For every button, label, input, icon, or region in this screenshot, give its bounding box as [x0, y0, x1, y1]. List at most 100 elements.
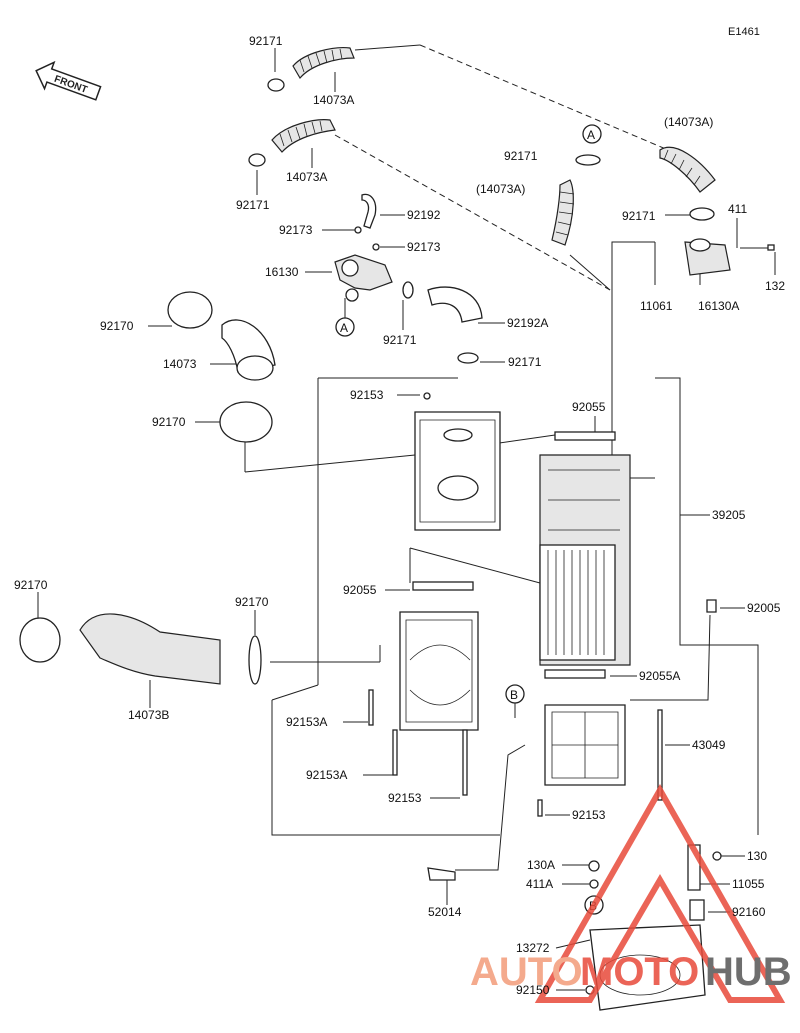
clamp-92171-f [457, 352, 479, 364]
valve-16130 [334, 254, 393, 302]
label-92171-a: 92171 [249, 34, 283, 48]
bolt-130 [712, 851, 722, 861]
label-92153a-b: 92153A [306, 768, 347, 782]
label-92170-c: 92170 [14, 578, 48, 592]
bolt-132 [767, 244, 775, 251]
clamp-92170-c [19, 617, 61, 663]
elbow-14073-end [236, 355, 274, 381]
watermark-auto: AUTO [470, 950, 583, 994]
label-92055-a: 92055 [572, 400, 606, 414]
label-92171-d: 92171 [622, 209, 656, 223]
clamp-92171-a [267, 78, 285, 92]
watermark-logo: AUTO MOTO HUB [470, 783, 792, 1003]
label-92055a: 92055A [639, 669, 680, 683]
spacer-92160 [689, 899, 705, 921]
bolt-92153a-a [368, 689, 374, 726]
leader-lines [37, 44, 776, 991]
label-92170-a: 92170 [100, 319, 134, 333]
label-92055-b: 92055 [343, 583, 377, 597]
label-92173-a: 92173 [279, 223, 313, 237]
callout-b-upper: B [505, 684, 525, 704]
label-14073: 14073 [163, 357, 197, 371]
hose-14073a-top [292, 47, 355, 80]
label-39205: 39205 [712, 508, 746, 522]
label-14073b: 14073B [128, 708, 169, 722]
label-92153a-a: 92153A [286, 715, 327, 729]
label-14073a-b: 14073A [286, 170, 327, 184]
label-92170-b: 92170 [152, 415, 186, 429]
gasket-92055a [544, 669, 606, 679]
clamp-92171-d [689, 207, 715, 221]
hose-92192 [361, 193, 377, 229]
housing-bottom [544, 704, 626, 786]
label-132: 132 [765, 279, 785, 293]
clip-92173-b [372, 243, 380, 251]
front-arrow-icon: FRONT [35, 60, 102, 101]
hose-14073a-right [659, 146, 716, 193]
bolt-92153-b [462, 729, 468, 796]
label-43049: 43049 [692, 738, 726, 752]
label-92171-c: 92171 [236, 198, 270, 212]
hose-92192a [427, 286, 483, 323]
plate-lower-left [399, 611, 479, 731]
label-92150: 92150 [516, 983, 550, 997]
bolt-130a [588, 860, 600, 872]
gasket-92055-a [554, 431, 616, 441]
label-92192: 92192 [407, 208, 441, 222]
label-92005: 92005 [747, 601, 781, 615]
clamp-92171-c [575, 154, 601, 166]
gasket-92055-b [412, 581, 474, 591]
label-14073a-ref2: (14073A) [476, 182, 525, 196]
svg-text:A: A [587, 128, 595, 142]
label-92171-b: 92171 [504, 149, 538, 163]
watermark-moto: MOTO [580, 950, 699, 994]
bolt-92153-a [423, 392, 431, 400]
bolt-92153a-b [392, 729, 398, 776]
part-labels: 92171 14073A (14073A) 92171 14073A (1407… [14, 34, 785, 997]
hose-14073b [79, 613, 221, 685]
clamp-92171-e [402, 281, 414, 299]
label-411: 411 [728, 202, 747, 216]
clip-92173-a [354, 226, 362, 234]
label-92170-d: 92170 [235, 595, 269, 609]
label-92153-b: 92153 [388, 791, 422, 805]
svg-text:A: A [340, 321, 348, 335]
label-92153-c: 92153 [572, 808, 606, 822]
intercooler-39205 [539, 454, 631, 666]
clamp-92170-a [167, 291, 213, 329]
clamp-92171-b [248, 153, 266, 167]
valve-16130a [684, 238, 731, 276]
label-130a: 130A [527, 858, 555, 872]
svg-text:B: B [510, 688, 518, 702]
label-411a: 411A [526, 877, 553, 891]
watermark-hub: HUB [705, 950, 792, 994]
clamp-92170-d [248, 635, 262, 685]
label-14073a-ref1: (14073A) [664, 115, 713, 129]
fitting-52014 [427, 867, 456, 881]
label-13272: 13272 [516, 941, 550, 955]
stick-43049 [657, 709, 663, 801]
diagram-code: E1461 [728, 26, 760, 38]
label-92173-b: 92173 [407, 240, 441, 254]
label-11061: 11061 [640, 299, 673, 313]
label-16130: 16130 [265, 265, 299, 279]
fitting-92005 [706, 599, 717, 613]
label-16130a: 16130A [698, 299, 739, 313]
label-92160: 92160 [732, 905, 766, 919]
plate-92055-upper [414, 411, 501, 531]
callout-a-top: A [582, 124, 602, 144]
label-14073a-a: 14073A [313, 93, 354, 107]
hose-14073a-middle [551, 179, 575, 246]
bolt-92153-c [537, 799, 543, 817]
label-92171-e: 92171 [383, 333, 417, 347]
clamp-92170-b [219, 401, 273, 443]
label-11055: 11055 [732, 877, 765, 891]
label-130: 130 [747, 849, 767, 863]
label-52014: 52014 [428, 905, 462, 919]
label-92153-a: 92153 [350, 388, 384, 402]
hose-14073a-second [271, 119, 336, 153]
label-92171-f: 92171 [508, 355, 542, 369]
label-92192a: 92192A [507, 316, 548, 330]
washer-411a [589, 879, 599, 889]
